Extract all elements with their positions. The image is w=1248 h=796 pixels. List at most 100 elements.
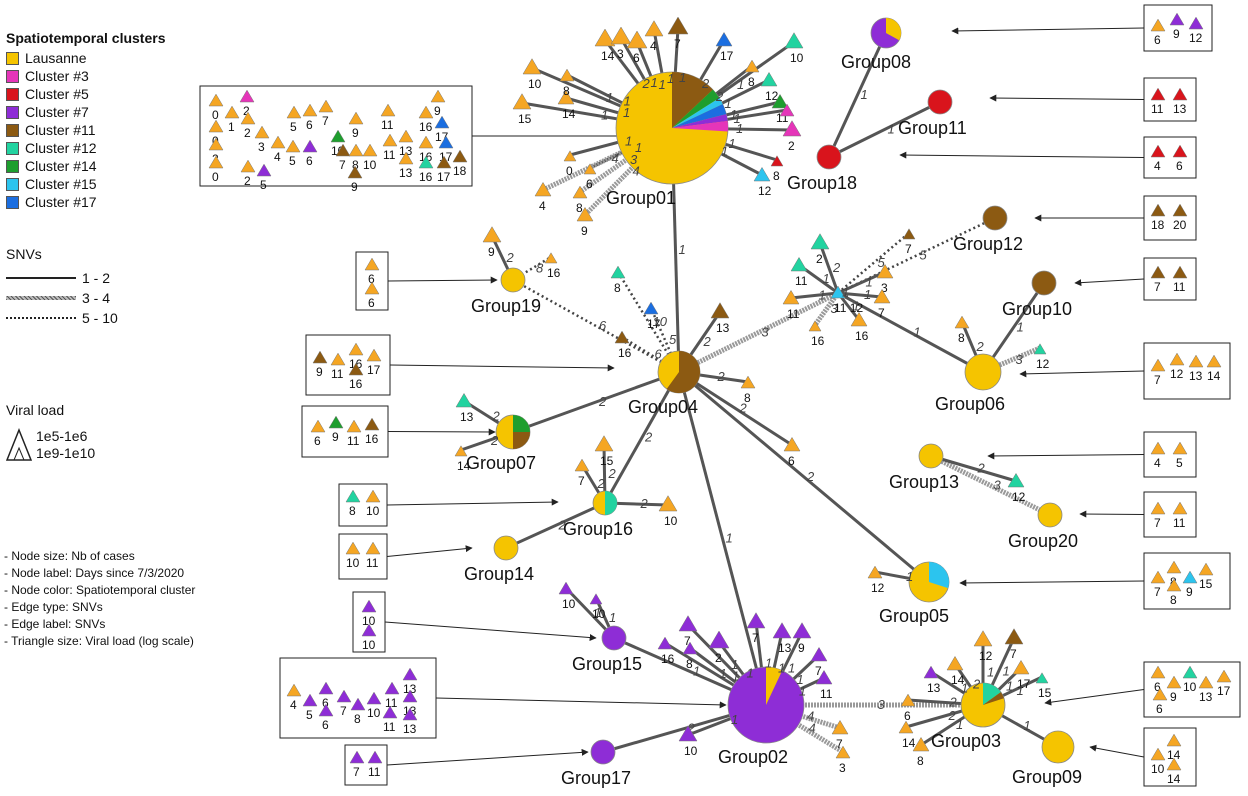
box-sample-label: 6 bbox=[322, 718, 329, 732]
box-sample-label: 9 bbox=[352, 126, 359, 140]
group-label: Group19 bbox=[471, 296, 541, 316]
box-triangle bbox=[302, 693, 318, 707]
sample-triangle-shape bbox=[563, 150, 577, 162]
box-triangle bbox=[402, 667, 418, 681]
box-triangle bbox=[1150, 665, 1166, 679]
sample-triangle: 101 bbox=[737, 32, 804, 92]
box-sample-label: 10 bbox=[1183, 680, 1197, 694]
legend-swatch bbox=[6, 105, 19, 119]
box-arrow bbox=[386, 748, 589, 766]
legend-notes: - Node size: Nb of cases- Node label: Da… bbox=[4, 548, 195, 650]
sample-label: 17 bbox=[720, 49, 734, 63]
box-triangle bbox=[364, 417, 380, 431]
box-arrow bbox=[384, 621, 597, 642]
box-sample-label: 11 bbox=[368, 765, 381, 779]
box-triangle bbox=[380, 103, 396, 117]
snv-legend-item: 5 - 10 bbox=[6, 308, 118, 328]
sample-triangle-shape bbox=[973, 630, 993, 647]
pie-slice bbox=[983, 683, 1001, 705]
box-sample-label: 6 bbox=[368, 296, 375, 310]
box-triangle bbox=[328, 415, 344, 429]
sample-triangle: 161 bbox=[657, 636, 727, 681]
sample-label: 7 bbox=[1010, 647, 1017, 661]
edge-label: 1 bbox=[778, 661, 785, 676]
box-triangle bbox=[1172, 441, 1188, 455]
edge-label: 1 bbox=[747, 666, 754, 681]
box-sample-label: 13 bbox=[399, 166, 413, 180]
box-triangle bbox=[348, 111, 364, 125]
snv-legend-title: SNVs bbox=[6, 246, 42, 262]
box-triangle bbox=[1182, 665, 1198, 679]
sample-label: 6 bbox=[788, 454, 795, 468]
group-node: Group10 bbox=[1002, 270, 1072, 319]
box-sample-label: 5 bbox=[290, 120, 297, 134]
box-arrow bbox=[1019, 370, 1145, 378]
sample-triangle: 34 bbox=[809, 721, 851, 775]
box-sample-label: 16 bbox=[419, 120, 433, 134]
sample-triangle: 01 bbox=[563, 134, 632, 178]
sample-triangle-shape bbox=[772, 622, 792, 639]
box-triangle bbox=[347, 165, 363, 179]
group-circle bbox=[964, 353, 1002, 391]
sample-triangle-shape bbox=[678, 615, 698, 632]
sample-triangle: 810 bbox=[610, 265, 668, 329]
sample-triangle: 22 bbox=[810, 233, 841, 275]
legend-item: Cluster #12 bbox=[6, 139, 206, 157]
box-sample-label: 8 bbox=[354, 712, 361, 726]
edge-label: 1 bbox=[734, 111, 741, 126]
sample-triangle-shape bbox=[644, 20, 664, 37]
edge-label: 1 bbox=[906, 569, 913, 584]
box-triangle bbox=[1166, 733, 1182, 747]
box-sample-label: 11 bbox=[347, 434, 360, 448]
box-triangle bbox=[318, 703, 334, 717]
sample-triangle-shape bbox=[589, 593, 603, 605]
sample-label: 2 bbox=[715, 651, 722, 665]
sample-triangle-shape bbox=[784, 32, 804, 49]
sample-triangle: 111 bbox=[799, 669, 833, 701]
box-sample-label: 10 bbox=[362, 614, 376, 628]
box-sample-label: 11 bbox=[1173, 280, 1186, 294]
sample-label: 4 bbox=[650, 39, 657, 53]
edge-label: 3 bbox=[994, 478, 1002, 493]
sample-triangle-shape bbox=[454, 445, 468, 457]
sample-triangle: 81 bbox=[559, 68, 631, 109]
snv-legend-label: 1 - 2 bbox=[82, 270, 111, 286]
sample-label: 14 bbox=[601, 49, 615, 63]
edge-label: 2 bbox=[832, 260, 841, 275]
group-node: Group20 bbox=[1008, 502, 1078, 551]
box-triangle bbox=[345, 489, 361, 503]
pie-slice bbox=[672, 89, 720, 128]
sample-triangle-shape bbox=[740, 375, 756, 389]
sample-label: 3 bbox=[617, 47, 624, 61]
edge-label: 1 bbox=[799, 684, 806, 699]
edge-label: 1 bbox=[594, 605, 601, 620]
legend-label: Cluster #17 bbox=[25, 194, 97, 210]
box-triangle bbox=[402, 707, 418, 721]
viral-load-legend: Viral load 1e5-1e6 1e9-1e10 bbox=[6, 402, 95, 462]
edge-label: 2 bbox=[715, 89, 724, 104]
box-triangle bbox=[1150, 144, 1166, 158]
box-triangle bbox=[1172, 501, 1188, 515]
box-sample-label: 1 bbox=[228, 120, 235, 134]
pie-slice bbox=[672, 114, 728, 128]
box-triangle bbox=[208, 155, 224, 169]
edge-label: 2 bbox=[976, 339, 985, 354]
box-triangle bbox=[1182, 570, 1198, 584]
group-label: Group05 bbox=[879, 606, 949, 626]
box-triangle bbox=[270, 135, 286, 149]
group-circle bbox=[1037, 502, 1063, 528]
snv-legend-label: 5 - 10 bbox=[82, 310, 118, 326]
box-sample-label: 6 bbox=[1176, 159, 1183, 173]
edge-label: 1 bbox=[606, 90, 613, 105]
group-node: Group04 bbox=[628, 350, 701, 417]
box-triangle bbox=[365, 541, 381, 555]
box-triangle bbox=[1188, 16, 1204, 30]
sample-triangle-shape bbox=[867, 565, 883, 579]
sample-triangle: 71 bbox=[864, 287, 891, 320]
sample-triangle: 61 bbox=[583, 140, 642, 191]
sample-box-frame bbox=[1143, 257, 1197, 301]
group-circle bbox=[1031, 270, 1057, 296]
